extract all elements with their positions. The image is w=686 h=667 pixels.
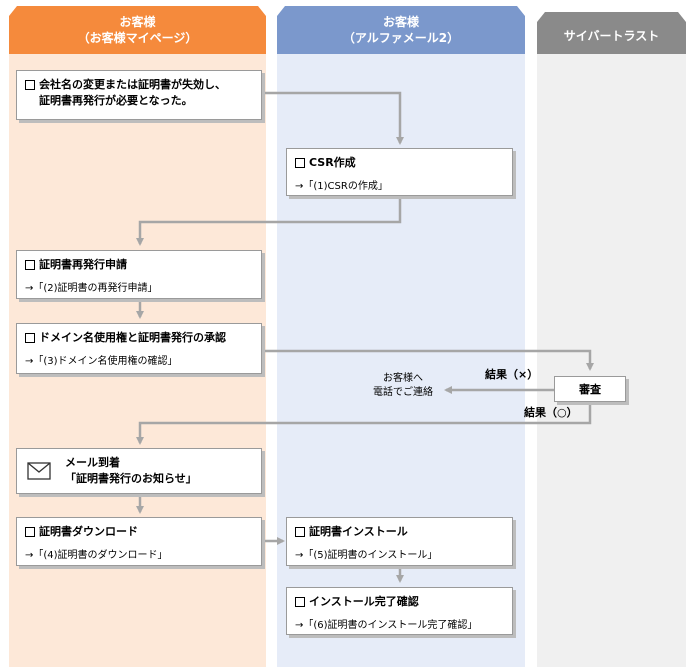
step-install-complete: インストール完了確認 →「(6)証明書のインストール完了確認」 xyxy=(286,587,513,635)
result-ok-label: 結果（○） xyxy=(524,406,578,419)
lane-header-line2: （アルファメール2） xyxy=(342,31,460,45)
step-title: 証明書ダウンロード xyxy=(39,525,138,538)
checkbox-icon xyxy=(295,527,305,537)
lane-header-line1: お客様 xyxy=(382,14,419,29)
phone-contact-note: お客様へ 電話でご連絡 xyxy=(373,373,433,398)
step-reference: →「(1)CSRの作成」 xyxy=(295,180,388,192)
lane-header-customer-alpha: お客様 （アルファメール2） xyxy=(277,6,525,54)
step-reference: →「(6)証明書のインストール完了確認」 xyxy=(295,619,478,631)
step-review: 審査 xyxy=(554,376,626,402)
lane-cybertrust-bg xyxy=(537,54,686,667)
step-domain-approval: ドメイン名使用権と証明書発行の承認 →「(3)ドメイン名使用権の確認」 xyxy=(16,323,262,374)
step-start: 会社名の変更または証明書が失効し、 証明書再発行が必要となった。 xyxy=(16,70,262,120)
step-title: 証明書インストール xyxy=(309,525,408,538)
step-title: ドメイン名使用権と証明書発行の承認 xyxy=(39,331,226,344)
lane-customer-alpha-bg xyxy=(277,54,525,667)
lane-header-customer-mypage: お客様 （お客様マイページ） xyxy=(9,6,266,54)
lane-header-line1: お客様 xyxy=(119,14,156,29)
step-mail-arrival: メール到着 「証明書発行のお知らせ」 xyxy=(16,448,262,494)
lane-header-line2: （お客様マイページ） xyxy=(77,31,198,45)
checkbox-icon xyxy=(25,260,35,270)
result-ng-label: 結果（×） xyxy=(485,368,539,381)
step-title: CSR作成 xyxy=(309,156,356,169)
lane-header-cybertrust: サイバートラスト xyxy=(537,12,686,54)
step-reference: →「(2)証明書の再発行申請」 xyxy=(25,282,158,294)
checkbox-icon xyxy=(295,597,305,607)
checkbox-icon xyxy=(25,80,35,90)
step-subtitle: 「証明書発行のお知らせ」 xyxy=(65,471,197,485)
step-csr: CSR作成 →「(1)CSRの作成」 xyxy=(286,148,513,196)
step-title: 会社名の変更または証明書が失効し、 証明書再発行が必要となった。 xyxy=(39,78,226,107)
step-install: 証明書インストール →「(5)証明書のインストール」 xyxy=(286,517,513,566)
step-reference: →「(4)証明書のダウンロード」 xyxy=(25,549,168,561)
lane-header-line1: サイバートラスト xyxy=(563,29,660,43)
step-reference: →「(3)ドメイン名使用権の確認」 xyxy=(25,355,178,367)
step-title: 審査 xyxy=(579,383,601,396)
checkbox-icon xyxy=(25,333,35,343)
step-title: インストール完了確認 xyxy=(309,595,419,608)
step-download: 証明書ダウンロード →「(4)証明書のダウンロード」 xyxy=(16,517,262,566)
step-reference: →「(5)証明書のインストール」 xyxy=(295,549,438,561)
checkbox-icon xyxy=(295,158,305,168)
step-title: 証明書再発行申請 xyxy=(39,258,127,271)
mail-icon xyxy=(27,462,51,480)
checkbox-icon xyxy=(25,527,35,537)
step-title: メール到着 xyxy=(65,456,120,469)
step-reissue-application: 証明書再発行申請 →「(2)証明書の再発行申請」 xyxy=(16,250,262,299)
